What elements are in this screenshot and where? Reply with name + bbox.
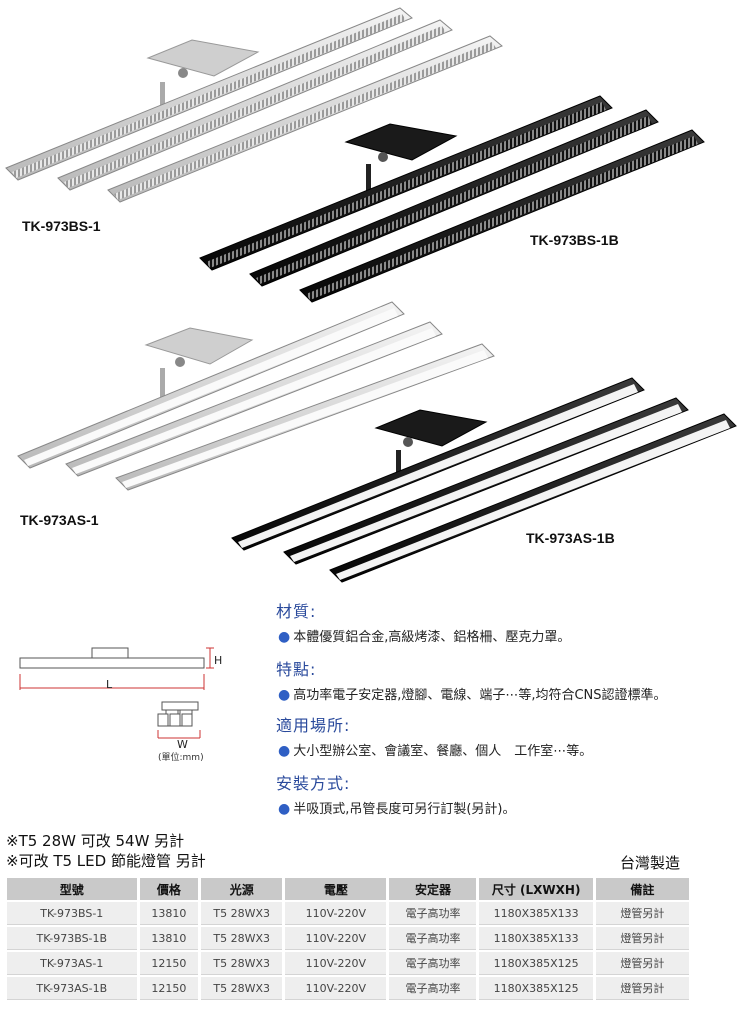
cell-size: 1180X385X125 xyxy=(479,952,593,975)
section-title-features: 特點: xyxy=(276,660,317,679)
dim-unit-label: (單位:mm) xyxy=(158,753,204,763)
bullet-icon: ● xyxy=(278,687,291,703)
cell-light-source: T5 28WX3 xyxy=(201,927,283,950)
dimension-diagram xyxy=(19,647,214,739)
table-row: TK-973AS-1 12150 T5 28WX3 110V-220V 電子高功… xyxy=(7,952,689,975)
section-line-applications: ●大小型辦公室、會議室、餐廳、個人 工作室⋯等。 xyxy=(278,743,593,759)
cell-model: TK-973BS-1B xyxy=(7,927,137,950)
lamp-image-bs-1 xyxy=(5,7,737,583)
cell-voltage: 110V-220V xyxy=(285,952,387,975)
lamp-as-1b xyxy=(231,377,737,583)
col-header-light-source: 光源 xyxy=(201,878,283,900)
cell-ballast: 電子高功率 xyxy=(389,902,477,925)
lamp-as-1 xyxy=(17,301,495,491)
model-label-bs-1b: TK-973BS-1B xyxy=(530,232,619,248)
section-title-applications: 適用場所: xyxy=(276,716,351,735)
table-row: TK-973AS-1B 12150 T5 28WX3 110V-220V 電子高… xyxy=(7,977,689,1000)
cell-price: 13810 xyxy=(139,927,199,950)
dim-w-label: W xyxy=(177,738,188,751)
col-header-model: 型號 xyxy=(7,878,137,900)
section-title-material: 材質: xyxy=(276,602,317,621)
cell-ballast: 電子高功率 xyxy=(389,927,477,950)
cell-remarks: 燈管另計 xyxy=(595,977,689,1000)
col-header-ballast: 安定器 xyxy=(389,878,477,900)
cell-price: 12150 xyxy=(139,952,199,975)
dim-l-label: L xyxy=(106,678,113,691)
dim-h-label: H xyxy=(214,654,223,667)
cell-remarks: 燈管另計 xyxy=(595,927,689,950)
bullet-icon: ● xyxy=(278,801,291,817)
cell-voltage: 110V-220V xyxy=(285,902,387,925)
cell-model: TK-973AS-1 xyxy=(7,952,137,975)
cell-size: 1180X385X125 xyxy=(479,977,593,1000)
spec-table: 型號 價格 光源 電壓 安定器 尺寸 (LXWXH) 備註 TK-973BS-1… xyxy=(4,876,692,1002)
col-header-remarks: 備註 xyxy=(595,878,689,900)
cell-ballast: 電子高功率 xyxy=(389,977,477,1000)
bullet-icon: ● xyxy=(278,629,291,645)
bullet-icon: ● xyxy=(278,743,291,759)
cell-model: TK-973BS-1 xyxy=(7,902,137,925)
section-title-installation: 安裝方式: xyxy=(276,774,351,793)
model-label-bs-1: TK-973BS-1 xyxy=(22,218,101,234)
note-54w: ※T5 28W 可改 54W 另計 xyxy=(6,832,185,850)
note-led: ※可改 T5 LED 節能燈管 另計 xyxy=(6,852,206,870)
lamp-bs-1b xyxy=(199,95,705,303)
col-header-size: 尺寸 (LXWXH) xyxy=(479,878,593,900)
cell-size: 1180X385X133 xyxy=(479,902,593,925)
col-header-price: 價格 xyxy=(139,878,199,900)
cell-remarks: 燈管另計 xyxy=(595,902,689,925)
section-line-material: ●本體優質鋁合金,高級烤漆、鋁格柵、壓克力罩。 xyxy=(278,629,571,645)
section-line-installation: ●半吸頂式,吊管長度可另行訂製(另計)。 xyxy=(278,801,516,817)
cell-light-source: T5 28WX3 xyxy=(201,977,283,1000)
col-header-voltage: 電壓 xyxy=(285,878,387,900)
cell-voltage: 110V-220V xyxy=(285,977,387,1000)
made-in-taiwan: 台灣製造 xyxy=(620,854,681,872)
table-row: TK-973BS-1 13810 T5 28WX3 110V-220V 電子高功… xyxy=(7,902,689,925)
cell-price: 12150 xyxy=(139,977,199,1000)
cell-light-source: T5 28WX3 xyxy=(201,902,283,925)
model-label-as-1: TK-973AS-1 xyxy=(20,512,99,528)
cell-voltage: 110V-220V xyxy=(285,927,387,950)
table-header-row: 型號 價格 光源 電壓 安定器 尺寸 (LXWXH) 備註 xyxy=(7,878,689,900)
cell-price: 13810 xyxy=(139,902,199,925)
section-line-features: ●高功率電子安定器,燈腳、電線、端子⋯等,均符合CNS認證標準。 xyxy=(278,687,667,703)
cell-ballast: 電子高功率 xyxy=(389,952,477,975)
cell-light-source: T5 28WX3 xyxy=(201,952,283,975)
table-row: TK-973BS-1B 13810 T5 28WX3 110V-220V 電子高… xyxy=(7,927,689,950)
lamp-bs-1 xyxy=(5,7,503,203)
cell-remarks: 燈管另計 xyxy=(595,952,689,975)
cell-size: 1180X385X133 xyxy=(479,927,593,950)
model-label-as-1b: TK-973AS-1B xyxy=(526,530,615,546)
cell-model: TK-973AS-1B xyxy=(7,977,137,1000)
